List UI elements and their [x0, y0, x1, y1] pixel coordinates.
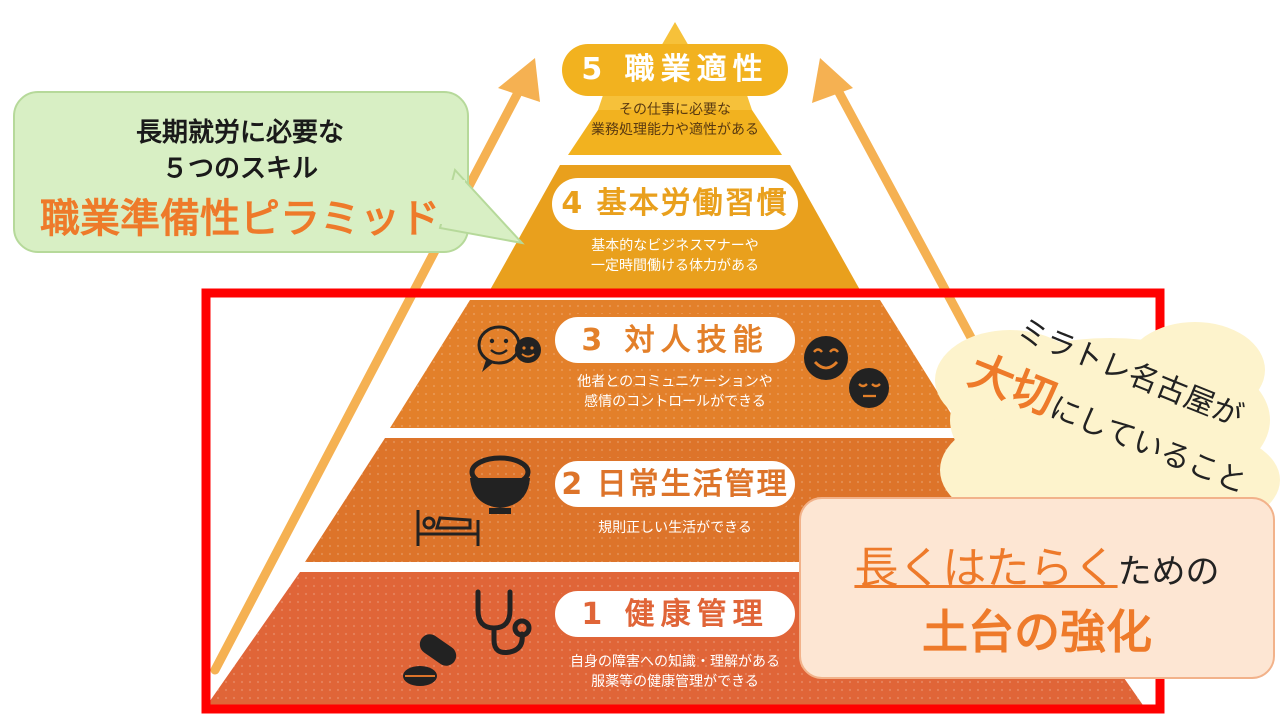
left-arrow	[210, 80, 527, 675]
tier-1-label: 1 健康管理	[552, 588, 798, 640]
tier-3-name: 対人技能	[624, 323, 769, 358]
tier-4-number: 4	[561, 186, 585, 221]
tier-5-number: 5	[581, 52, 609, 87]
right-arrow	[830, 80, 980, 350]
tier-4-label: 4 基本労働習慣	[552, 178, 798, 230]
rice-bowl-icon	[469, 455, 531, 514]
tier-3-desc-line-1: 他者とのコミュニケーションや	[577, 374, 773, 390]
top-arrow	[660, 22, 690, 48]
pills-icon	[403, 634, 457, 686]
tier-1-desc-line-2: 服薬等の健康管理ができる	[591, 674, 759, 690]
foundation-rest: ための	[1117, 552, 1220, 592]
foundation-box	[799, 497, 1275, 679]
tier-4-description: 基本的なビジネスマナーや 一定時間働ける体力がある	[540, 236, 810, 276]
tier-2-label: 2 日常生活管理	[552, 458, 798, 510]
tier-3-description: 他者とのコミュニケーションや 感情のコントロールができる	[530, 372, 820, 412]
tier-5-name: 職業適性	[624, 52, 769, 87]
foundation-line-2: 土台の強化	[922, 605, 1152, 659]
foundation-line-1: 長くはたらくための	[800, 532, 1274, 596]
tier-2-description: 規則正しい生活ができる	[540, 518, 810, 538]
tier-5-desc-line-2: 業務処理能力や適性がある	[591, 122, 759, 138]
callout-line-1: 長期就労に必要な	[135, 118, 344, 148]
tier-5-desc-line-1: その仕事に必要な	[619, 102, 731, 118]
calm-face-icon	[849, 368, 889, 408]
right-arrow-head	[812, 58, 853, 103]
tier-3-desc-line-2: 感情のコントロールができる	[584, 394, 766, 410]
tier-3-label: 3 対人技能	[552, 314, 798, 366]
tier-4-desc-line-1: 基本的なビジネスマナーや	[591, 238, 759, 254]
tier-1-desc-line-1: 自身の障害への知識・理解がある	[570, 654, 780, 670]
stethoscope-icon	[475, 589, 532, 655]
tier-5-band	[568, 110, 782, 155]
bed-icon	[416, 510, 480, 546]
callout-line-2: ５つのスキル	[161, 154, 318, 184]
tier-2-name: 日常生活管理	[596, 467, 789, 502]
tier-4-name: 基本労働習慣	[596, 186, 789, 221]
tier-5-description: その仕事に必要な 業務処理能力や適性がある	[560, 100, 790, 140]
tier-2-number: 2	[561, 467, 585, 502]
happy-face-icon	[804, 336, 848, 380]
tier-5-label: 5 職業適性	[562, 44, 788, 96]
smile-chat-icon	[477, 325, 541, 372]
tier-1-description: 自身の障害への知識・理解がある 服薬等の健康管理ができる	[530, 652, 820, 692]
left-arrow-head	[498, 58, 540, 102]
tier-1-number: 1	[581, 597, 609, 632]
foundation-emphasis: 長くはたらく	[854, 543, 1118, 594]
tier-2-desc-line-1: 規則正しい生活ができる	[598, 520, 752, 536]
tier-3-number: 3	[581, 323, 609, 358]
callout-title: 職業準備性ピラミッド	[40, 196, 440, 242]
tier-4-desc-line-2: 一定時間働ける体力がある	[591, 258, 759, 274]
callout-bubble	[13, 91, 525, 253]
tier-1-name: 健康管理	[624, 597, 769, 632]
